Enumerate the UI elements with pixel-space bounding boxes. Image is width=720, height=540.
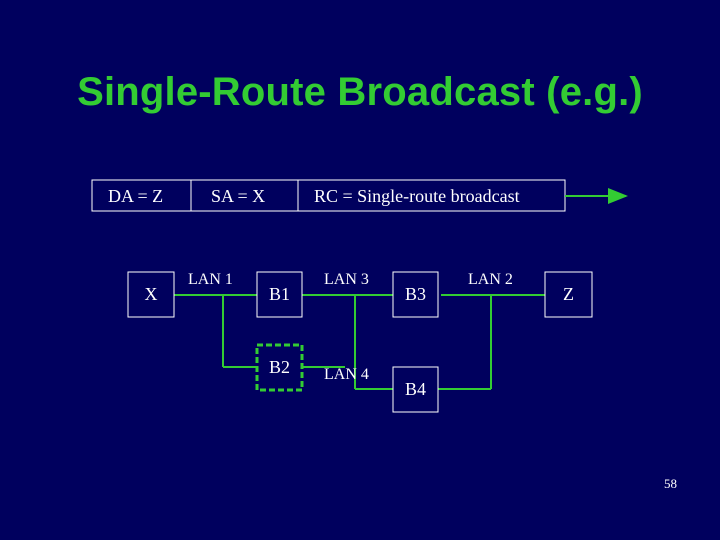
page-number: 58 [664,476,677,491]
frame-rc-label: RC = Single-route broadcast [314,186,520,206]
bridge-b1-label: B1 [268,284,290,304]
station-z-box [544,271,593,318]
lan4-label: LAN 4 [324,366,369,383]
lan1-label: LAN 1 [188,271,233,288]
station-x-label: X [144,284,158,304]
frame-da-label: DA = Z [108,186,164,206]
bridge-b3-box [392,271,439,318]
frame-format [91,179,628,212]
bridge-b3-label: B3 [404,284,426,304]
lan2-label: LAN 2 [468,271,513,288]
bridge-b1-box [256,271,303,318]
bridge-b4-box [392,366,439,413]
slide-title: Single-Route Broadcast (e.g.) [77,70,643,114]
bridge-b2-label: B2 [268,357,290,377]
network-links [174,294,545,390]
station-z-label: Z [563,284,574,304]
lan3-label: LAN 3 [324,271,369,288]
frame-sa-label: SA = X [211,186,266,206]
station-x-box [127,271,175,318]
bridge-b4-label: B4 [404,379,426,399]
bridge-b2-box [255,343,304,392]
